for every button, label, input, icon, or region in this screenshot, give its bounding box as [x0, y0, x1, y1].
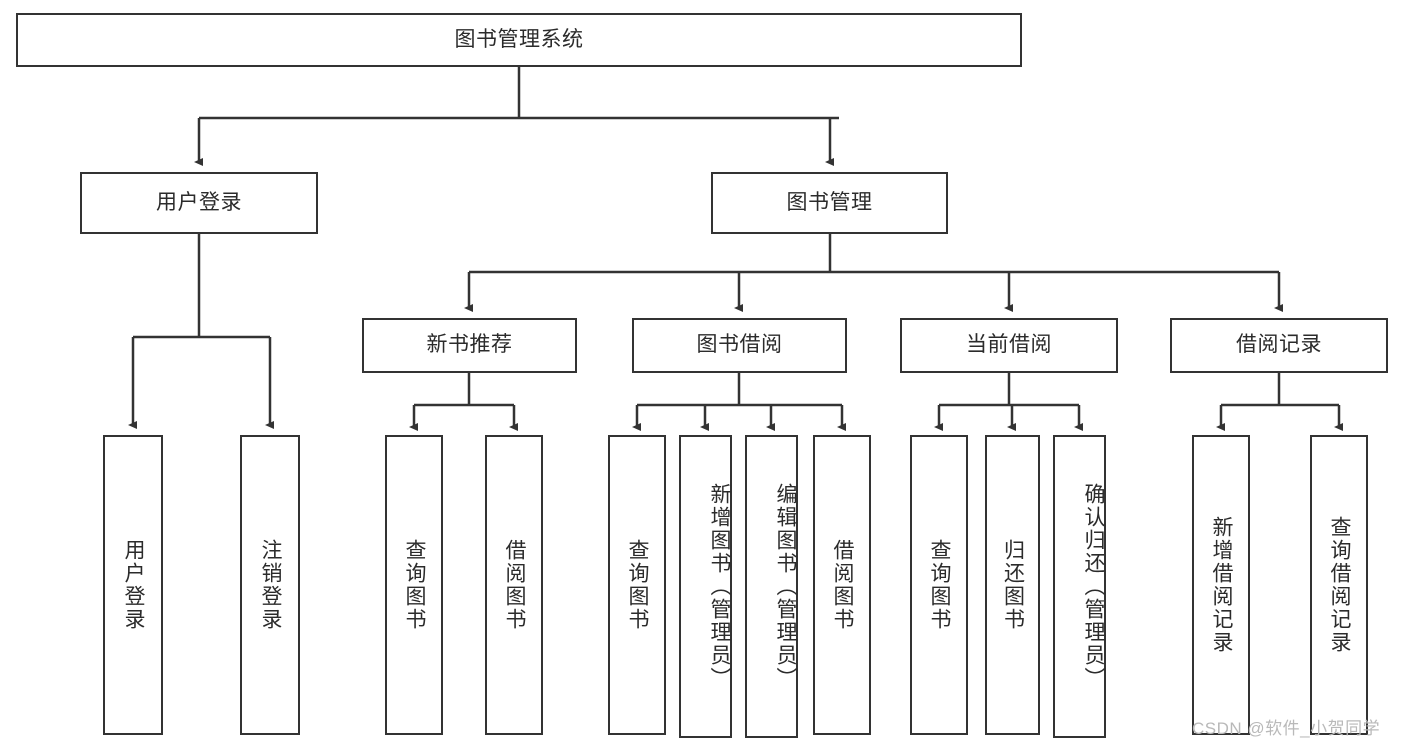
- node-leaf-query-book-1-label: 查询图书: [403, 539, 427, 631]
- node-book-borrow-label: 图书借阅: [696, 333, 783, 357]
- node-leaf-add-borrow-record-label: 新增借阅记录: [1210, 516, 1234, 654]
- node-leaf-borrow-book-1-label: 借阅图书: [503, 539, 527, 631]
- node-leaf-user-login[interactable]: 用户登录: [103, 435, 163, 735]
- node-borrow-record[interactable]: 借阅记录: [1170, 318, 1388, 373]
- node-leaf-add-book-admin[interactable]: 新增图书（管理员）: [679, 435, 732, 738]
- node-leaf-confirm-return-admin-label: 确认归还（管理员）: [1082, 483, 1105, 690]
- node-root[interactable]: 图书管理系统: [16, 13, 1022, 67]
- node-book-borrow[interactable]: 图书借阅: [632, 318, 847, 373]
- node-user-login-label: 用户登录: [156, 190, 242, 214]
- node-leaf-user-login-label: 用户登录: [122, 539, 146, 631]
- node-new-book-recommend[interactable]: 新书推荐: [362, 318, 577, 373]
- node-leaf-edit-book-admin[interactable]: 编辑图书（管理员）: [745, 435, 798, 738]
- node-leaf-add-borrow-record[interactable]: 新增借阅记录: [1192, 435, 1250, 735]
- node-leaf-borrow-book-1[interactable]: 借阅图书: [485, 435, 543, 735]
- node-leaf-query-borrow-record[interactable]: 查询借阅记录: [1310, 435, 1368, 735]
- node-current-borrow[interactable]: 当前借阅: [900, 318, 1118, 373]
- node-leaf-edit-book-admin-label: 编辑图书（管理员）: [774, 483, 797, 690]
- node-leaf-query-book-1[interactable]: 查询图书: [385, 435, 443, 735]
- node-leaf-query-book-3[interactable]: 查询图书: [910, 435, 968, 735]
- node-current-borrow-label: 当前借阅: [966, 333, 1052, 357]
- node-leaf-logout-login-label: 注销登录: [259, 539, 283, 631]
- node-borrow-record-label: 借阅记录: [1236, 333, 1322, 357]
- node-leaf-query-borrow-record-label: 查询借阅记录: [1328, 516, 1352, 654]
- node-leaf-query-book-2-label: 查询图书: [626, 539, 650, 631]
- node-book-management-label: 图书管理: [786, 190, 873, 214]
- node-leaf-borrow-book-2-label: 借阅图书: [831, 539, 855, 631]
- node-new-book-recommend-label: 新书推荐: [426, 333, 513, 357]
- node-leaf-query-book-2[interactable]: 查询图书: [608, 435, 666, 735]
- node-leaf-return-book-label: 归还图书: [1001, 539, 1025, 631]
- watermark: CSDN @软件_小贺同学: [1192, 719, 1381, 738]
- node-leaf-query-book-3-label: 查询图书: [928, 539, 952, 631]
- node-leaf-confirm-return-admin[interactable]: 确认归还（管理员）: [1053, 435, 1106, 738]
- node-root-label: 图书管理系统: [454, 27, 584, 51]
- node-leaf-logout-login[interactable]: 注销登录: [240, 435, 300, 735]
- node-leaf-add-book-admin-label: 新增图书（管理员）: [708, 483, 731, 690]
- node-user-login[interactable]: 用户登录: [80, 172, 318, 234]
- node-leaf-borrow-book-2[interactable]: 借阅图书: [813, 435, 871, 735]
- node-book-management[interactable]: 图书管理: [711, 172, 948, 234]
- node-leaf-return-book[interactable]: 归还图书: [985, 435, 1040, 735]
